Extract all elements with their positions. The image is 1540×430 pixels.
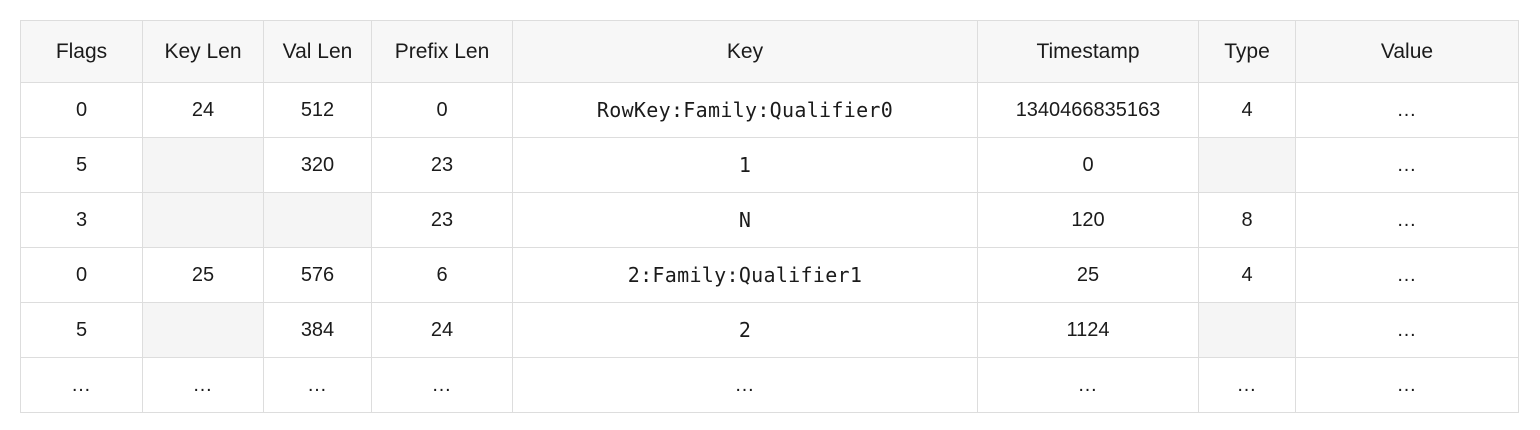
cell-prefix-len: 24 — [371, 302, 513, 358]
table-body: 0 24 512 0 RowKey:Family:Qualifier0 1340… — [20, 82, 1519, 413]
column-header-flags: Flags — [20, 20, 143, 83]
table-header-row: Flags Key Len Val Len Prefix Len Key Tim… — [20, 20, 1519, 83]
cell-flags: 5 — [20, 137, 143, 193]
table-row: 0 25 576 6 2:Family:Qualifier1 25 4 … — [20, 247, 1519, 303]
cell-flags: 0 — [20, 247, 143, 303]
cell-type: 8 — [1198, 192, 1296, 248]
cell-value: … — [1295, 357, 1519, 413]
cell-timestamp: 0 — [977, 137, 1199, 193]
cell-prefix-len: … — [371, 357, 513, 413]
cell-prefix-len: 0 — [371, 82, 513, 138]
cell-key: 2 — [512, 302, 978, 358]
cell-val-len: 320 — [263, 137, 372, 193]
cell-type — [1198, 137, 1296, 193]
column-header-type: Type — [1198, 20, 1296, 83]
cell-value: … — [1295, 302, 1519, 358]
key-value-table: Flags Key Len Val Len Prefix Len Key Tim… — [20, 20, 1519, 413]
key-value-table-container: Flags Key Len Val Len Prefix Len Key Tim… — [20, 20, 1519, 413]
cell-key-len: 24 — [142, 82, 264, 138]
column-header-val-len: Val Len — [263, 20, 372, 83]
cell-key: 1 — [512, 137, 978, 193]
column-header-key-len: Key Len — [142, 20, 264, 83]
cell-prefix-len: 6 — [371, 247, 513, 303]
cell-flags: 0 — [20, 82, 143, 138]
cell-key: 2:Family:Qualifier1 — [512, 247, 978, 303]
cell-type: 4 — [1198, 82, 1296, 138]
table-row-truncation: … … … … … … … … — [20, 357, 1519, 413]
column-header-timestamp: Timestamp — [977, 20, 1199, 83]
cell-key: RowKey:Family:Qualifier0 — [512, 82, 978, 138]
cell-value: … — [1295, 247, 1519, 303]
cell-type: … — [1198, 357, 1296, 413]
cell-val-len — [263, 192, 372, 248]
table-row: 5 320 23 1 0 … — [20, 137, 1519, 193]
table-row: 5 384 24 2 1124 … — [20, 302, 1519, 358]
cell-prefix-len: 23 — [371, 137, 513, 193]
cell-key-len: 25 — [142, 247, 264, 303]
table-row: 3 23 N 120 8 … — [20, 192, 1519, 248]
cell-value: … — [1295, 82, 1519, 138]
cell-key: N — [512, 192, 978, 248]
cell-key-len: … — [142, 357, 264, 413]
cell-prefix-len: 23 — [371, 192, 513, 248]
cell-flags: 5 — [20, 302, 143, 358]
cell-timestamp: 1124 — [977, 302, 1199, 358]
table-row: 0 24 512 0 RowKey:Family:Qualifier0 1340… — [20, 82, 1519, 138]
column-header-value: Value — [1295, 20, 1519, 83]
cell-value: … — [1295, 137, 1519, 193]
cell-flags: … — [20, 357, 143, 413]
cell-value: … — [1295, 192, 1519, 248]
cell-flags: 3 — [20, 192, 143, 248]
cell-key: … — [512, 357, 978, 413]
cell-val-len: 576 — [263, 247, 372, 303]
cell-timestamp: 120 — [977, 192, 1199, 248]
cell-timestamp: 1340466835163 — [977, 82, 1199, 138]
cell-timestamp: … — [977, 357, 1199, 413]
cell-val-len: 512 — [263, 82, 372, 138]
table-header: Flags Key Len Val Len Prefix Len Key Tim… — [20, 20, 1519, 83]
cell-type — [1198, 302, 1296, 358]
column-header-key: Key — [512, 20, 978, 83]
cell-key-len — [142, 302, 264, 358]
cell-val-len: … — [263, 357, 372, 413]
column-header-prefix-len: Prefix Len — [371, 20, 513, 83]
cell-key-len — [142, 137, 264, 193]
cell-key-len — [142, 192, 264, 248]
cell-val-len: 384 — [263, 302, 372, 358]
cell-timestamp: 25 — [977, 247, 1199, 303]
cell-type: 4 — [1198, 247, 1296, 303]
